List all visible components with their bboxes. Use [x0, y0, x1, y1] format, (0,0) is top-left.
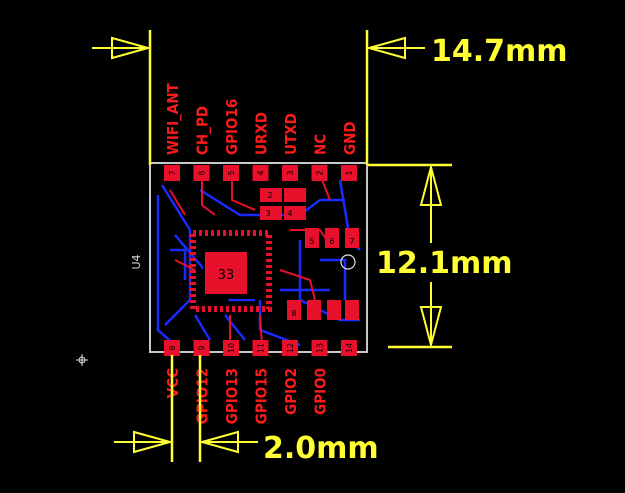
chip-marking: 33 [218, 268, 235, 283]
inner-pad-number: 3 [265, 209, 270, 218]
pin-number: 7 [168, 170, 177, 175]
inner-pad-number: 5 [309, 237, 314, 246]
pin-pad [164, 165, 180, 181]
pin-pad [223, 340, 239, 356]
pin-label: GPIO16 [223, 99, 241, 155]
pitch-dimension: 2.0mm [114, 355, 379, 466]
pin-pad [282, 340, 298, 356]
pin-pad [164, 340, 180, 356]
height-dimension: 12.1mm [368, 163, 513, 349]
pin-number: 9 [198, 345, 207, 350]
top-pin: 5 GPIO16 [223, 99, 241, 181]
pin-pad [193, 340, 210, 356]
pin-number: 1 [345, 170, 354, 175]
inner-component-group [260, 188, 359, 320]
pin-pad [311, 340, 328, 356]
top-pin: 2 NC [311, 134, 330, 181]
top-pin-row: 7 WIFI_ANT 6 CH_PD 5 GPIO16 4 URXD 3 UTXD 2 NC 1 GND [164, 82, 359, 181]
pin-label: WIFI_ANT [164, 82, 182, 155]
pin-number: 14 [345, 343, 354, 353]
pin-number: 8 [168, 345, 177, 350]
pin-number: 3 [286, 170, 295, 175]
pin-number: 5 [227, 170, 236, 175]
pin-label: GPIO2 [282, 368, 300, 415]
pin-pad [311, 165, 328, 181]
pin-number: 11 [257, 343, 266, 353]
width-dimension-label: 14.7mm [431, 34, 568, 69]
inner-pad-number: 8 [291, 309, 296, 318]
chip-pad-ring [190, 230, 272, 312]
top-pin: 4 URXD [252, 112, 271, 181]
pin-label: UTXD [282, 113, 300, 155]
pin-label: GPIO15 [253, 368, 271, 424]
pin-pad [252, 340, 269, 356]
pin-label: GPIO12 [194, 368, 212, 424]
pin-label: CH_PD [194, 106, 212, 155]
pin-pad [341, 165, 357, 181]
pin-label: GPIO0 [312, 368, 330, 415]
chip-center-pad [205, 252, 247, 294]
height-dimension-label: 12.1mm [376, 246, 513, 281]
pin-number: 12 [286, 343, 295, 353]
top-pin: 7 WIFI_ANT [164, 82, 182, 181]
pin-label: URXD [253, 112, 271, 155]
pin-number: 10 [227, 343, 236, 353]
pin-label: GPIO13 [223, 368, 241, 424]
pin-label: GND [341, 121, 359, 155]
pin-pad [282, 165, 298, 181]
width-dimension: 14.7mm [92, 30, 568, 165]
inner-pad-number: 1 [280, 191, 285, 200]
inner-pad-number: 2 [267, 191, 272, 200]
pin-pad [223, 165, 239, 181]
pin-number: 2 [316, 170, 325, 175]
top-pin: 1 GND [341, 121, 359, 181]
inner-pad-number: 4 [287, 209, 292, 218]
pin-label: NC [312, 134, 330, 155]
bottom-pin: 14 [341, 340, 357, 356]
pitch-dimension-label: 2.0mm [263, 431, 379, 466]
pin-number: 13 [316, 343, 325, 353]
inner-pad-numbers: 12 3 4 5 6 7 8 [265, 191, 354, 318]
inner-pad-number: 7 [349, 237, 354, 246]
pin-pad [252, 165, 269, 181]
pin-number: 6 [198, 170, 207, 175]
origin-marker-icon [76, 354, 88, 366]
pin-pad [193, 165, 210, 181]
pin-number: 4 [257, 170, 266, 175]
top-pin: 3 UTXD [282, 113, 300, 181]
designator-label: U4 [130, 254, 143, 269]
inner-pad-number: 6 [329, 237, 334, 246]
top-pin: 6 CH_PD [193, 106, 212, 181]
pin-pad [341, 340, 357, 356]
bottom-pin-row: 8VCC9GPIO1210GPIO1311GPIO1512GPIO213GPIO… [164, 340, 357, 424]
